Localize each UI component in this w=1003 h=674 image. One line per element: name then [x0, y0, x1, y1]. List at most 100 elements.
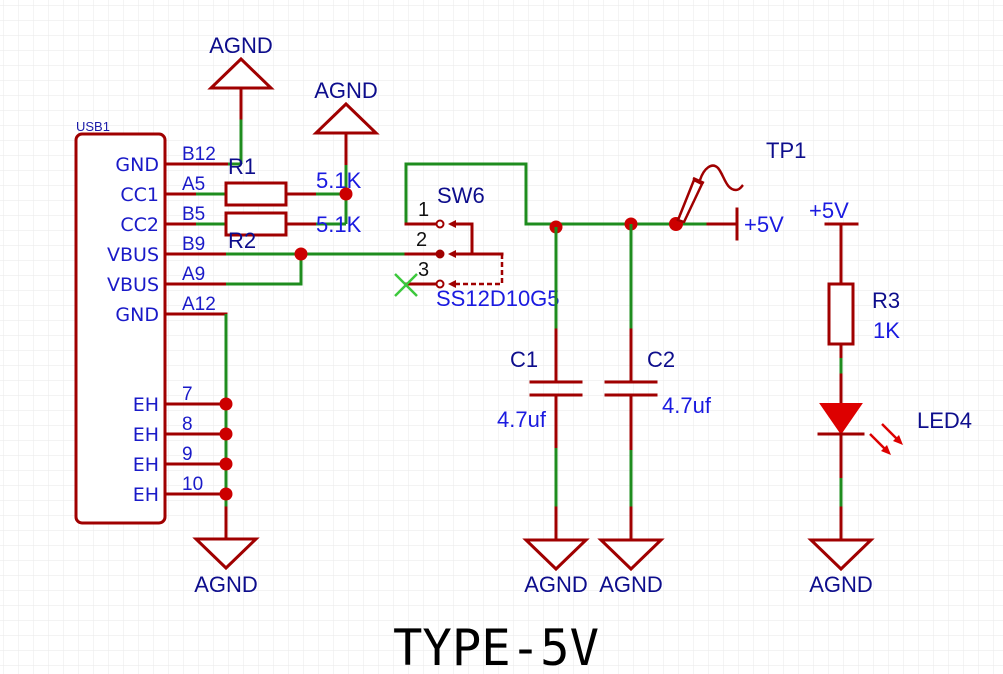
gnd-triangle-icon [192, 537, 260, 571]
probe-icon [676, 178, 704, 224]
r1-designator: R1 [228, 154, 256, 179]
pin-number: 7 [182, 384, 193, 405]
resistor-r3[interactable]: R3 1K [827, 282, 900, 406]
wire-vbus-a9 [226, 254, 303, 286]
gnd-triangle-icon [522, 538, 590, 572]
resistor-r1[interactable]: R1 5.1K [196, 154, 362, 207]
agnd-symbol-led[interactable]: AGND [807, 538, 875, 597]
light-arrow-icon [869, 433, 887, 451]
agnd-symbol-b12[interactable]: AGND [207, 33, 275, 166]
c2-value: 4.7uf [662, 393, 712, 418]
junction-dot [219, 457, 233, 471]
vbus-net [226, 247, 406, 286]
sw-designator: SW6 [437, 183, 485, 208]
pin-name: GND [115, 304, 159, 326]
agnd-label: AGND [809, 572, 873, 597]
no-connect-icon [394, 273, 418, 297]
pin-name: VBUS [107, 244, 159, 266]
pin-number: A9 [182, 264, 205, 285]
pin-name: EH [133, 394, 159, 416]
sw-contact-2 [435, 249, 445, 259]
pin-number: 10 [182, 474, 203, 495]
sw-pin-number: 2 [416, 229, 427, 251]
resistor-body [827, 282, 855, 346]
sw-actuator-dashed [452, 254, 504, 286]
led-led4[interactable]: LED4 [817, 403, 972, 542]
capacitor-c2[interactable]: C2 4.7uf [604, 224, 712, 542]
agnd-symbol-c2[interactable]: AGND [597, 538, 665, 597]
gnd-triangle-icon [207, 56, 275, 90]
light-arrow-icon [881, 423, 899, 441]
pin-number: B9 [182, 234, 205, 255]
r3-designator: R3 [872, 288, 900, 313]
pin-name: VBUS [107, 274, 159, 296]
vcc-label: +5V [744, 212, 784, 237]
sw-part-number: SS12D10G5 [436, 286, 560, 311]
c1-designator: C1 [510, 347, 538, 372]
agnd-label: AGND [524, 572, 588, 597]
pin-number: B5 [182, 204, 205, 225]
arrow-icon [448, 280, 456, 288]
probe-cable-icon [698, 164, 744, 192]
light-arrow-icon [881, 445, 891, 455]
junction-dot [294, 247, 308, 261]
agnd-symbol-cc[interactable]: AGND [312, 78, 380, 224]
tp1-designator: TP1 [766, 138, 806, 163]
gnd-triangle-icon [807, 538, 875, 572]
pin-name: GND [115, 154, 159, 176]
gnd-triangle-icon [597, 538, 665, 572]
gnd-rail-usb [219, 314, 233, 541]
capacitor-c1[interactable]: C1 4.7uf [497, 227, 583, 542]
wire-sw-pin1 [404, 162, 556, 226]
pin-name: EH [133, 484, 159, 506]
junction-dot [219, 397, 233, 411]
switch-sw6[interactable]: 1 2 3 SW6 SS12D10G5 [394, 162, 560, 311]
r2-designator: R2 [228, 228, 256, 253]
pin-name: CC1 [120, 184, 159, 206]
resistor-r2[interactable]: R2 5.1K [196, 211, 362, 253]
vcc-symbol-led[interactable]: +5V [809, 198, 859, 286]
pin-number: A12 [182, 294, 216, 315]
pin-name: EH [133, 454, 159, 476]
agnd-symbol-usb[interactable]: AGND [192, 537, 260, 597]
usb-connector[interactable]: USB1 GND CC1 CC2 VBUS VBUS GND EH EH EH … [74, 119, 230, 525]
agnd-label: AGND [314, 78, 378, 103]
pin-number: B12 [182, 144, 216, 165]
arrow-icon [448, 220, 456, 228]
schematic-title: TYPE-5V [393, 619, 599, 674]
diode-icon [819, 403, 863, 435]
r2-value: 5.1K [316, 212, 362, 237]
agnd-label: AGND [194, 572, 258, 597]
probe-icon [692, 176, 705, 185]
light-arrow-icon [893, 435, 903, 445]
pin-name: EH [133, 424, 159, 446]
usb-body [74, 132, 167, 525]
resistor-body [224, 181, 288, 207]
usb-designator: USB1 [76, 119, 110, 134]
c1-value: 4.7uf [497, 407, 547, 432]
junction-dot [219, 487, 233, 501]
led-designator: LED4 [917, 408, 972, 433]
arrow-icon [448, 250, 456, 258]
vcc-symbol-tp[interactable]: +5V [706, 207, 784, 241]
testpoint-tp1[interactable]: TP1 [676, 138, 806, 224]
sw-pin-number: 1 [418, 199, 429, 221]
r3-value: 1K [873, 318, 900, 343]
junction-dot [339, 187, 353, 201]
junction-dot [219, 427, 233, 441]
pin-number: 8 [182, 414, 193, 435]
agnd-label: AGND [209, 33, 273, 58]
pin-number: A5 [182, 174, 205, 195]
r1-value: 5.1K [316, 168, 362, 193]
sw-pin-number: 3 [418, 259, 429, 281]
vcc-label: +5V [809, 198, 849, 223]
pin-number: 9 [182, 444, 193, 465]
agnd-label: AGND [599, 572, 663, 597]
sw-contact-1 [435, 219, 445, 229]
sw-contact-3 [435, 279, 445, 289]
pin-name: CC2 [120, 214, 159, 236]
agnd-symbol-c1[interactable]: AGND [522, 538, 590, 597]
sw-actuator [450, 222, 474, 256]
c2-designator: C2 [647, 347, 675, 372]
